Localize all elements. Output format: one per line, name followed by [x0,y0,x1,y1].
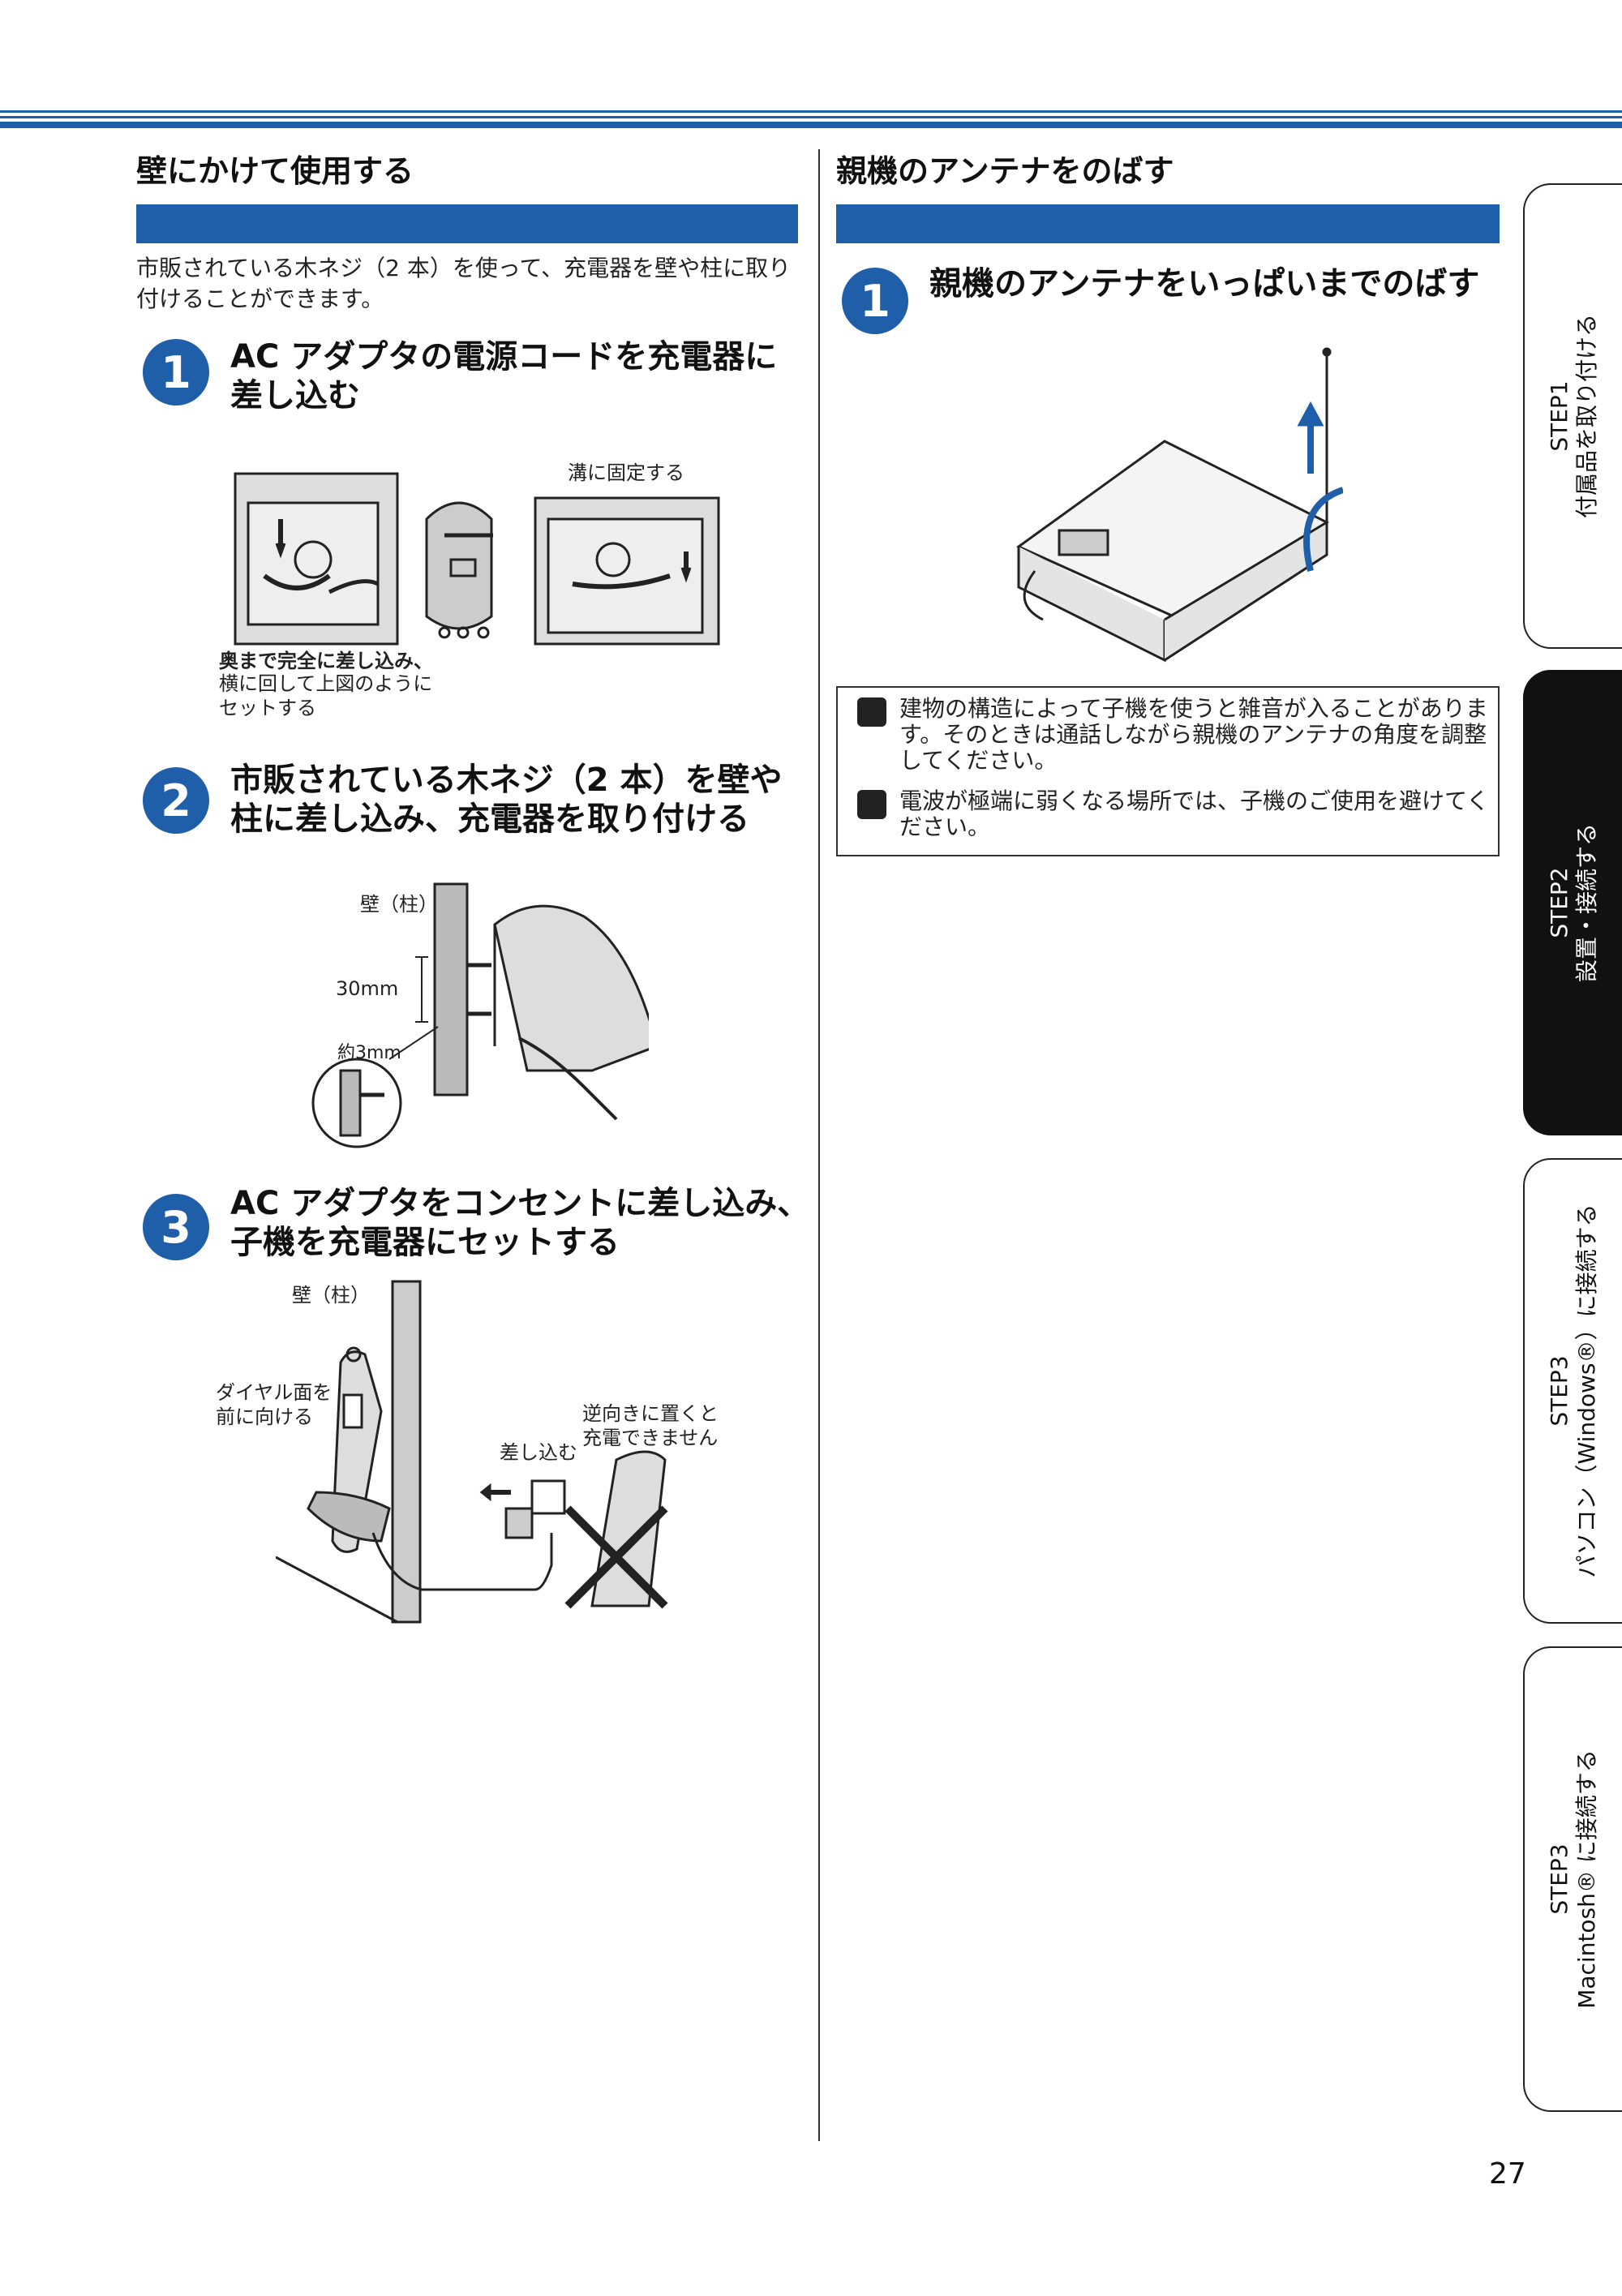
step-number-badge: 1 [842,268,908,334]
note-item: 建物の構造によって子機を使うと雑音が入ることがあります。そのときは通話しながら親… [857,696,1491,774]
tab-label-line: STEP3 [1546,1355,1573,1427]
step-heading-line: AC アダプタの電源コードを充電器に [230,338,778,376]
step-heading-line: AC アダプタをコンセントに差し込み、 [230,1185,810,1222]
header-rule [0,122,1622,128]
step-heading-line: 市販されている木ネジ（2 本）を壁や [230,762,783,799]
fig1-caption-line: セットする [219,697,316,719]
tab-step3-windows[interactable]: STEP3 パソコン（Windows®）に接続する [1523,1158,1622,1624]
tab-step2[interactable]: STEP2 設置・接続する [1523,670,1622,1135]
step-number-badge: 1 [143,339,209,406]
fig1-caption: 横に回して上図のように セットする [219,672,432,720]
tab-label: STEP3 パソコン（Windows®）に接続する [1546,1204,1601,1578]
fig1-label-groove: 溝に固定する [568,461,684,484]
fig1-caption-line: 横に回して上図のように [219,672,433,695]
header-rule [0,116,1622,118]
fig2-dimension-label: 30mm [336,977,399,1000]
tab-label-line: STEP3 [1546,1843,1573,1915]
step-heading: AC アダプタをコンセントに差し込み、 子機を充電器にセットする [230,1184,809,1262]
tab-label: STEP2 設置・接続する [1546,823,1601,982]
tab-label-line: 付属品を取り付ける [1573,313,1600,519]
tab-label-line: STEP1 [1546,380,1573,452]
fig1-caption-line: 奥まで完全に差し込み、 [219,650,433,672]
fig3-dial-label-line: ダイヤル面を [216,1381,333,1404]
right-section-title: 親機のアンテナをのばす [836,153,1174,189]
step-heading-line: 子機を充電器にセットする [230,1224,620,1261]
fig2-wall-label: 壁（柱） [360,893,438,916]
page-number: 27 [1489,2157,1526,2191]
charger-cord-illustration [234,472,720,646]
tab-label-line: パソコン（Windows®）に接続する [1573,1204,1600,1578]
step-heading-line: 差し込む [230,377,360,414]
tab-label-line: STEP2 [1546,867,1573,938]
fig3-wall-label: 壁（柱） [292,1284,370,1307]
tab-step3-macintosh[interactable]: STEP3 Macintosh® に接続する [1523,1646,1622,2112]
note-item: 電波が極端に弱くなる場所では、子機のご使用を避けてください。 [857,788,1491,840]
fig3-reverse-label-line: 充電できません [582,1427,719,1449]
left-intro-text: 市販されている木ネジ（2 本）を使って、充電器を壁や柱に取り付けることができます… [136,255,792,312]
note-text: 建物の構造によって子機を使うと雑音が入ることがあります。そのときは通話しながら親… [899,695,1488,774]
step-number-badge: 2 [143,767,209,834]
tab-label: STEP3 Macintosh® に接続する [1546,1749,1601,2009]
tab-step1[interactable]: STEP1 付属品を取り付ける [1523,183,1622,649]
step-heading: 市販されている木ネジ（2 本）を壁や 柱に差し込み、充電器を取り付ける [230,761,783,839]
column-divider [818,149,820,2141]
tab-label-line: Macintosh® に接続する [1573,1749,1600,2009]
right-section-bar [836,204,1500,243]
note-text: 電波が極端に弱くなる場所では、子機のご使用を避けてください。 [899,788,1490,840]
step-heading: 親機のアンテナをいっぱいまでのばす [929,265,1480,303]
memo-pencil-icon [857,697,886,727]
wall-mount-illustration [311,882,649,1148]
step-heading: AC アダプタの電源コードを充電器に 差し込む [230,337,777,415]
handset-charger-illustration [276,1280,668,1624]
fig3-dial-label: ダイヤル面を 前に向ける [216,1380,332,1429]
tab-label: STEP1 付属品を取り付ける [1546,314,1601,518]
header-rule [0,110,1622,113]
step-number-badge: 3 [143,1194,209,1260]
left-section-bar [136,204,798,243]
step-heading-line: 柱に差し込み、充電器を取り付ける [230,800,749,838]
memo-pencil-icon [857,790,886,819]
fig1-caption: 奥まで完全に差し込み、 [219,649,433,673]
note-box: 建物の構造によって子機を使うと雑音が入ることがあります。そのときは通話しながら親… [836,686,1500,856]
fig3-reverse-label-line: 逆向きに置くと [582,1402,719,1425]
left-section-title: 壁にかけて使用する [136,153,414,189]
fig3-plug-label: 差し込む [500,1441,577,1464]
fig3-dial-label-line: 前に向ける [216,1405,313,1428]
fig3-reverse-label: 逆向きに置くと 充電できません [582,1401,719,1450]
antenna-extend-illustration [1016,347,1343,663]
tab-label-line: 設置・接続する [1573,822,1600,983]
